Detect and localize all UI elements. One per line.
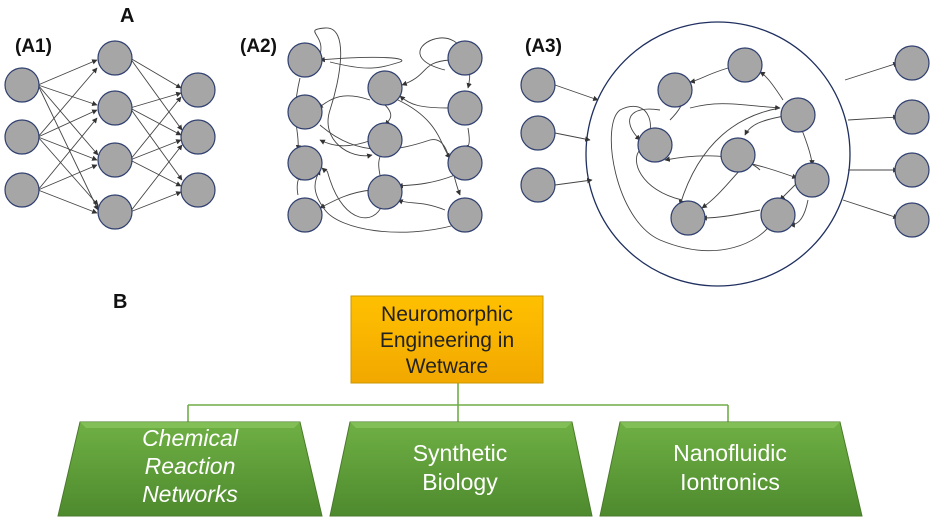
node (367, 70, 403, 106)
subpanel-a3-label: (A3) (525, 36, 562, 57)
node (287, 197, 323, 233)
child-1-line-2: Reaction (145, 453, 236, 479)
node (447, 145, 483, 181)
node (520, 67, 556, 103)
node (894, 202, 930, 238)
subpanel-a2-label: (A2) (240, 36, 277, 57)
root-line-1: Neuromorphic (381, 303, 513, 326)
node (447, 90, 483, 126)
child-synthetic-biology: Synthetic Biology (329, 421, 593, 517)
reservoir-boundary (585, 21, 851, 287)
a2-nodes (287, 40, 483, 233)
node (367, 174, 403, 210)
child-2-line-1: Synthetic (413, 440, 508, 466)
node (780, 97, 816, 133)
panel-b-label: B (113, 291, 127, 313)
a1-feedforward-network (37, 57, 183, 214)
node (520, 115, 556, 151)
node (287, 94, 323, 130)
node (180, 119, 216, 155)
node (4, 67, 40, 103)
node (637, 127, 673, 163)
node (287, 42, 323, 78)
root-line-2: Engineering in (380, 329, 514, 352)
child-2-line-2: Biology (422, 469, 498, 495)
node (4, 119, 40, 155)
a3-reservoir-network (554, 21, 899, 287)
node (720, 137, 756, 173)
root-line-3: Wetware (406, 355, 488, 378)
node (657, 72, 693, 108)
a1-nodes (4, 40, 216, 230)
child-chemical-reaction-networks: Chemical Reaction Networks (57, 421, 323, 517)
node (97, 40, 133, 76)
child-1-line-3: Networks (142, 481, 238, 507)
subpanel-a1-label: (A1) (15, 36, 52, 57)
node (97, 194, 133, 230)
child-1-line-1: Chemical (142, 425, 239, 451)
node (97, 90, 133, 126)
node (4, 172, 40, 208)
node (520, 167, 556, 203)
panel-a-label: A (120, 5, 134, 27)
child-nanofluidic-iontronics: Nanofluidic Iontronics (599, 421, 863, 517)
node (894, 99, 930, 135)
node (894, 152, 930, 188)
node (670, 200, 706, 236)
node (794, 162, 830, 198)
node (180, 72, 216, 108)
child-3-line-2: Iontronics (680, 469, 780, 495)
root-node: Neuromorphic Engineering in Wetware (350, 295, 544, 384)
a3-nodes (520, 45, 930, 238)
node (180, 172, 216, 208)
hierarchy-connectors (187, 383, 729, 422)
node (97, 142, 133, 178)
node (894, 45, 930, 81)
node (287, 145, 323, 181)
node (727, 47, 763, 83)
child-3-line-1: Nanofluidic (673, 440, 787, 466)
node (367, 122, 403, 158)
node (447, 197, 483, 233)
node (447, 40, 483, 76)
node (760, 197, 796, 233)
